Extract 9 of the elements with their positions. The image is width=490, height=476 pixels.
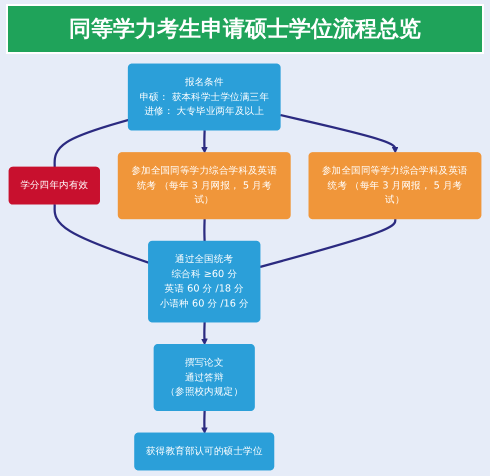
connector xyxy=(260,219,396,268)
connector xyxy=(203,219,206,242)
title-banner: 同等学力考生申请硕士学位流程总览 xyxy=(6,4,484,54)
arrow xyxy=(201,130,208,154)
arrow xyxy=(280,114,398,154)
connector xyxy=(54,118,129,168)
arrow xyxy=(201,322,208,346)
arrow xyxy=(201,410,208,434)
connector xyxy=(54,204,150,264)
